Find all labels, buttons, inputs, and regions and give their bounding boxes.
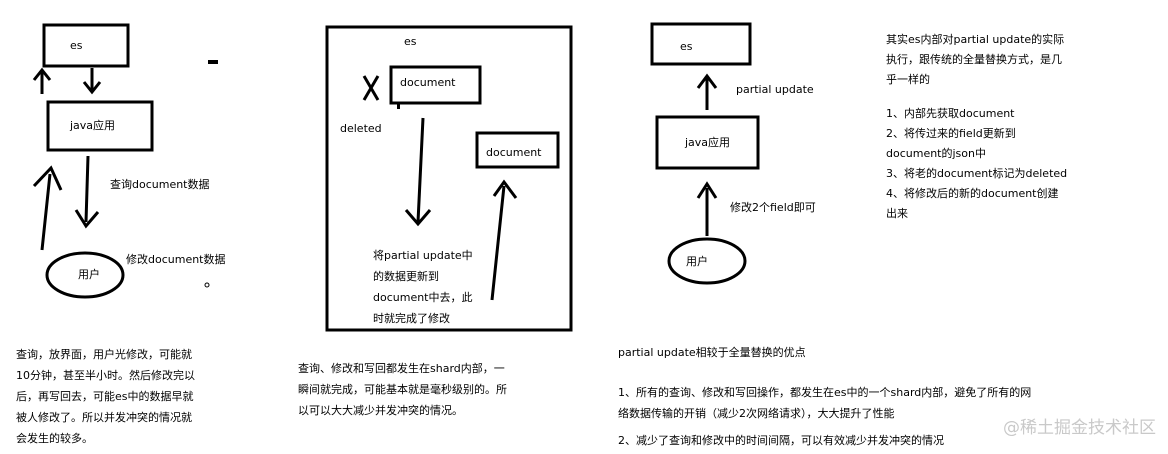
es-box <box>42 23 130 68</box>
shard-box <box>325 25 573 332</box>
dash-mark <box>208 60 218 64</box>
new-document-label: document <box>486 146 542 159</box>
modify-field-label: 修改2个field即可 <box>730 201 816 214</box>
query-document-label: 查询document数据 <box>110 178 210 191</box>
user-label: 用户 <box>78 268 100 281</box>
partial-update-label: partial update <box>736 83 814 96</box>
small-dot <box>204 282 210 288</box>
es-box-2 <box>650 22 752 66</box>
es-label-2: es <box>404 35 417 48</box>
es-label-3: es <box>680 40 693 53</box>
watermark: @稀土掘金技术社区 <box>1003 418 1156 438</box>
user-ellipse-2 <box>667 237 747 285</box>
new-document-box <box>475 131 560 169</box>
advantages-points: 1、所有的查询、修改和写回操作，都发生在es中的一个shard内部，避免了所有的… <box>618 386 1032 447</box>
panel2-note: 查询、修改和写回都发生在shard内部，一 瞬间就完成，可能基本就是毫秒级别的。… <box>298 362 507 417</box>
user-label-2: 用户 <box>686 255 708 268</box>
es-label: es <box>70 39 83 52</box>
java-app-label-2: java应用 <box>685 136 731 149</box>
deleted-label: deleted <box>340 122 382 135</box>
explanation-text: 其实es内部对partial update的实际 执行，跟传统的全量替换方式，是… <box>886 33 1068 220</box>
shard-inner-note: 将partial update中 的数据更新到 document中去，此 时就完… <box>373 249 473 325</box>
arrow-partial-update <box>696 73 718 110</box>
arrow-user-to-app <box>32 165 63 251</box>
arrow-app-to-user <box>74 155 100 229</box>
panel1-note: 查询，放界面，用户光修改，可能就 10分钟，甚至半小时。然后修改完以 后，再写回… <box>16 348 195 445</box>
cross-mark <box>362 75 380 101</box>
advantages-title: partial update相较于全量替换的优点 <box>618 346 806 359</box>
java-app-label: java应用 <box>70 119 116 132</box>
tick-mark <box>397 103 400 109</box>
arrow-es-to-app <box>82 68 102 95</box>
old-document-box <box>389 65 482 105</box>
old-document-label: document <box>400 76 456 89</box>
arrow-user-to-app-2 <box>696 181 718 236</box>
java-app-box <box>46 100 154 152</box>
arrow-down-update <box>404 117 432 227</box>
modify-document-label: 修改document数据 <box>126 253 226 266</box>
arrow-app-to-es <box>32 67 52 94</box>
java-app-box-2 <box>655 115 760 170</box>
user-ellipse <box>45 251 125 299</box>
arrow-up-create <box>490 179 518 301</box>
